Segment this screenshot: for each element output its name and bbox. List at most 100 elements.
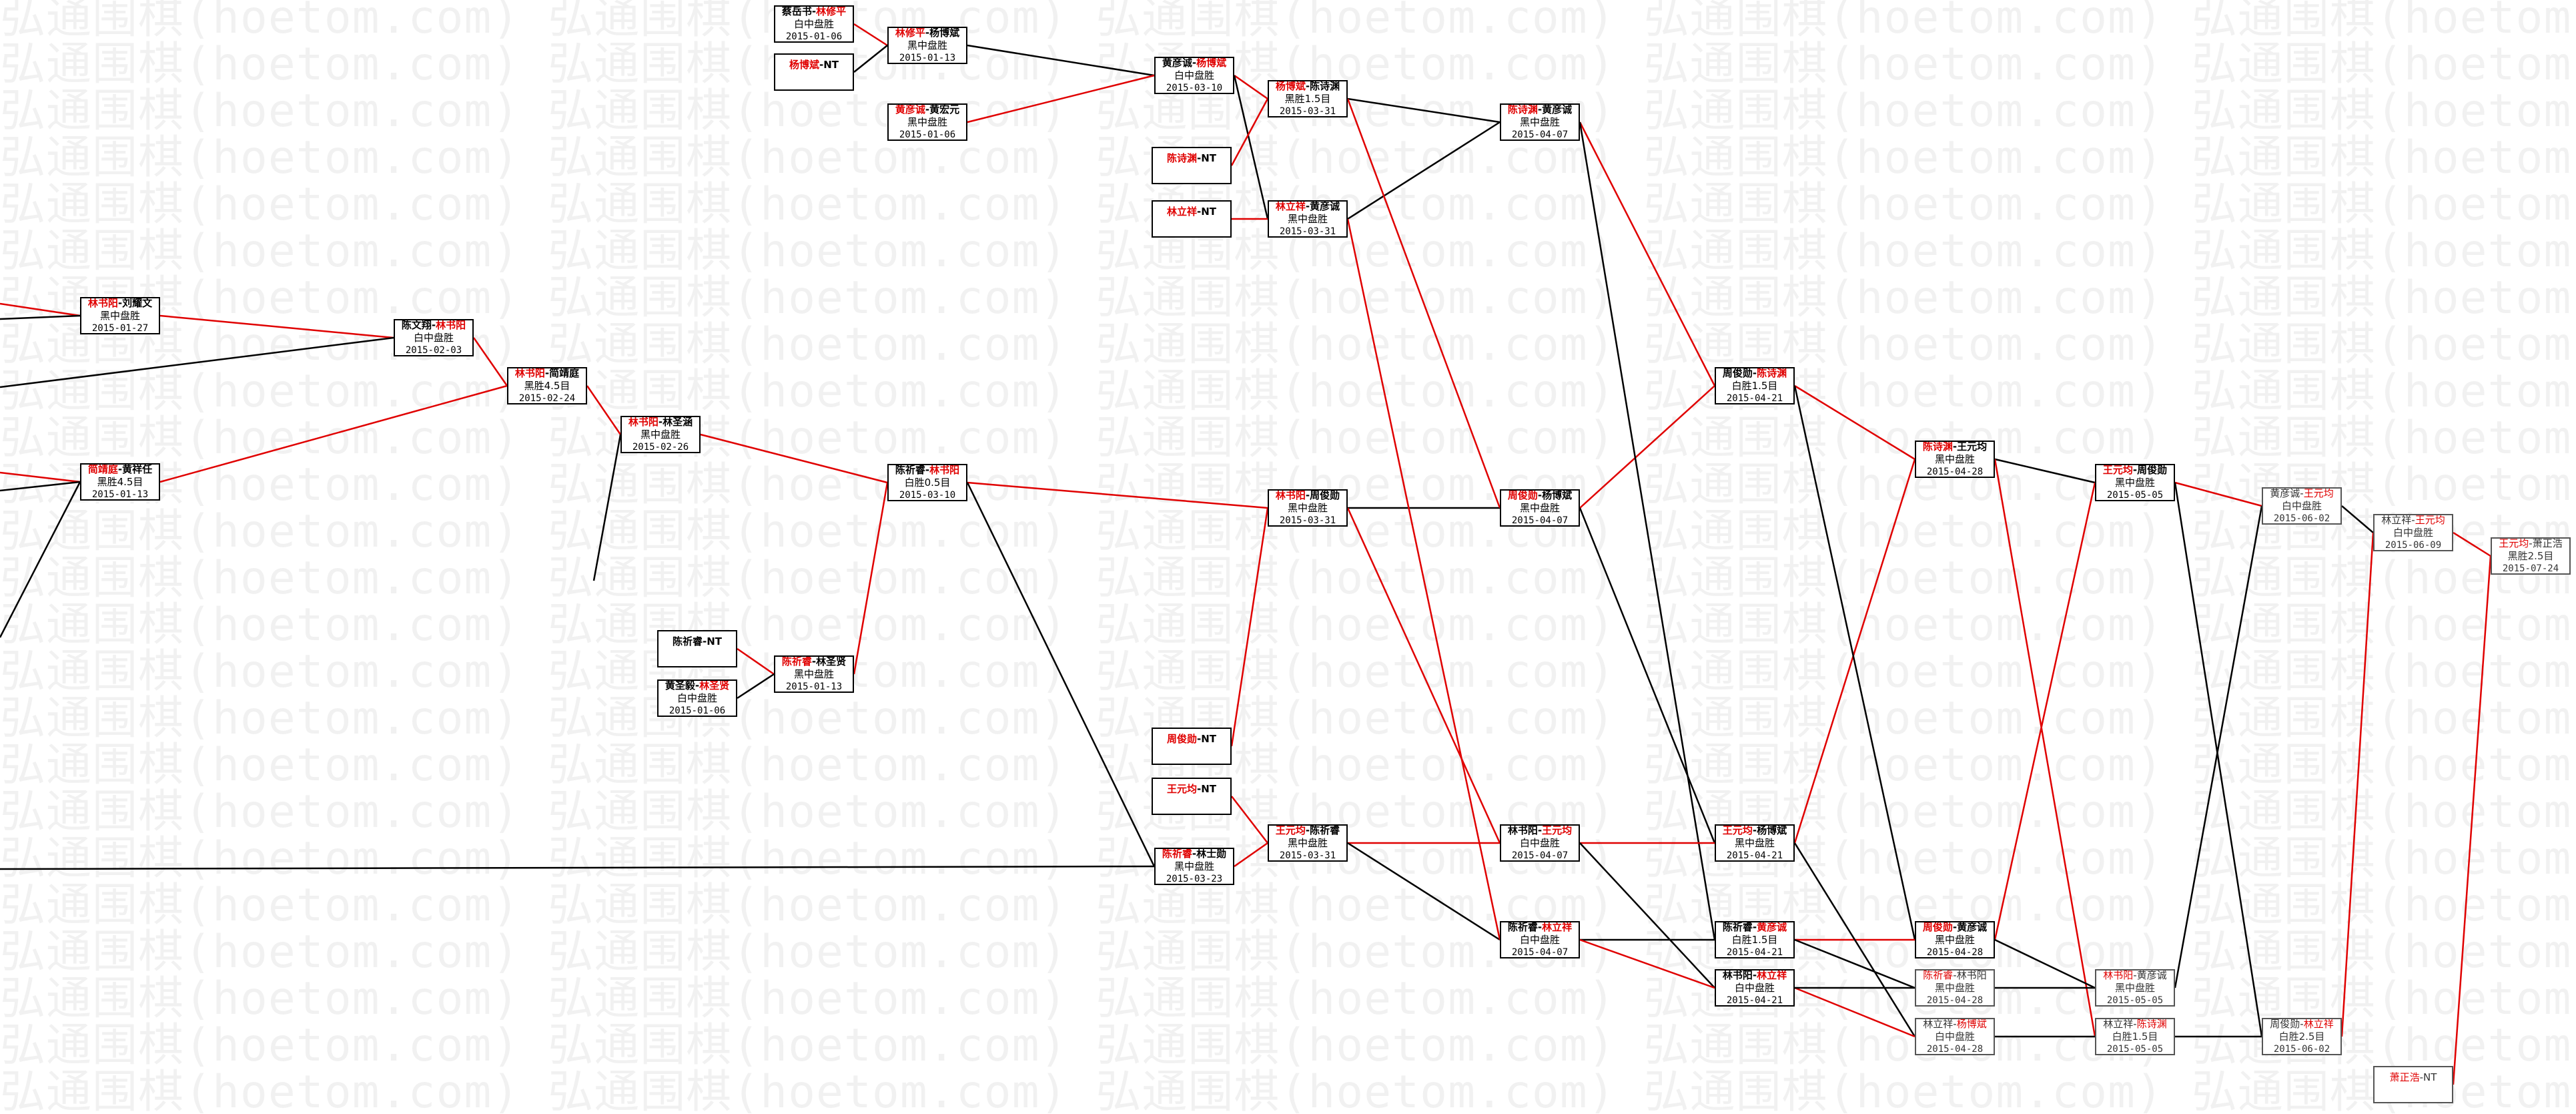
player-tail: -萧正浩 [2529,537,2563,549]
game-players: 黄彦诚-王元均 [2265,487,2338,500]
game-date: 2015-06-09 [2385,539,2442,551]
game-date: 2015-03-10 [899,489,956,501]
bracket-line [967,481,1268,509]
game-result: 白中盘胜 [1519,933,1560,946]
player-winner: 陈诗渊 [1507,103,1538,115]
game-date: 2015-04-07 [1511,946,1569,958]
game-date: 2015-05-05 [2106,1043,2164,1055]
player-lead: 陈祈睿- [1507,921,1543,933]
game-result: 黑中盘胜 [907,115,947,128]
game-result: 白胜1.5目 [1731,379,1778,392]
player-winner: 杨博斌 [1196,57,1227,69]
game-players: 周俊勋-NT [1155,733,1228,746]
bracket-line [1346,98,1501,509]
bracket-line [0,314,81,320]
player-winner: 杨博斌 [1275,80,1306,92]
bracket-line [1794,987,1915,1038]
player-lead: 林书阳- [1507,824,1543,836]
game-players: 周俊勋-陈诗渊 [1718,368,1791,380]
player-lead: 陈文翔- [401,319,436,331]
game-players: 陈祈睿-林立祥 [1503,921,1577,934]
game-date: 2015-05-05 [2106,489,2164,501]
game-date: 2015-01-06 [785,31,843,42]
bracket-line [1347,97,1500,123]
game-date: 2015-04-07 [1511,129,1569,140]
game-date: 2015-04-28 [1926,946,1984,958]
game-result: 白中盘胜 [1174,69,1214,81]
player-winner: 林修平 [895,27,925,39]
game-players: 王元均-NT [1155,783,1228,796]
game-players: 陈诗渊-王元均 [1918,442,1992,453]
bracket-line [700,433,888,484]
player-winner: 黄彦诚 [895,103,925,115]
player-tail: -陈诗渊 [1305,80,1340,92]
bracket-line [1794,384,1915,461]
game-result: 黑中盘胜 [793,667,834,680]
game-result: 白胜0.5目 [904,476,951,489]
player-winner: 林立祥 [1542,921,1573,933]
game-players: 林立祥-王元均 [2377,515,2450,527]
game-date: 2015-03-10 [1166,82,1223,93]
bracket-line [1234,74,1268,100]
player-tail: -NT [1197,152,1217,164]
game-date: 2015-02-26 [632,441,689,453]
game-players: 周俊勋-杨博斌 [1503,489,1577,502]
bracket-line [1579,385,1715,509]
game-players: 黄彦诚-黄宏元 [891,103,964,116]
game-node: 萧正浩-NT [2373,1066,2453,1103]
bracket-line [853,45,888,73]
player-tail: -黄祥任 [117,463,153,475]
bracket-line [1234,842,1268,868]
game-result: 黑中盘胜 [1934,453,1975,465]
bracket-line [1233,75,1269,220]
player-tail: -周俊勋 [1305,489,1340,501]
game-date: 2015-04-28 [1926,1043,1984,1055]
bracket-line [2174,481,2262,507]
game-result: 黑中盘胜 [2114,981,2155,994]
game-players: 陈文翔-林书阳 [397,319,470,332]
player-winner: 王元均 [2303,487,2334,499]
player-tail: -NT [819,59,839,71]
bracket-line [1994,938,2096,989]
bracket-line [1346,218,1501,940]
game-result: 黑胜4.5目 [524,379,570,392]
game-date: 2015-03-31 [1279,105,1336,117]
player-winner: 周俊勋 [1166,733,1197,745]
game-node: 周俊勋-NT [1152,728,1232,765]
game-result: 黑胜2.5目 [2507,549,2554,562]
game-players: 林书阳-简靖庭 [510,368,584,380]
player-winner: 王元均 [1722,824,1753,836]
player-lead: 陈祈睿- [1722,921,1757,933]
bracket-line [1793,459,1916,844]
game-players: 陈祈睿-NT [661,635,734,648]
game-result: 黑中盘胜 [1287,836,1328,849]
player-winner: 杨博斌 [1956,1018,1987,1030]
game-date: 2015-03-31 [1279,850,1336,861]
player-lead: 蔡岳书- [781,5,817,17]
game-players: 林书阳-林立祥 [1718,970,1791,982]
player-lead: 陈祈睿-NT [672,635,722,647]
player-winner: 黄彦诚 [1757,921,1787,933]
player-winner: 杨博斌 [789,59,819,71]
game-result: 黑胜1.5目 [1284,92,1331,105]
player-tail: -黄彦诚 [1305,200,1340,212]
player-tail: -黄宏元 [925,103,960,115]
game-result: 黑中盘胜 [1287,501,1328,514]
player-winner: 周俊勋 [1507,489,1538,501]
player-winner: 王元均 [1275,824,1306,836]
